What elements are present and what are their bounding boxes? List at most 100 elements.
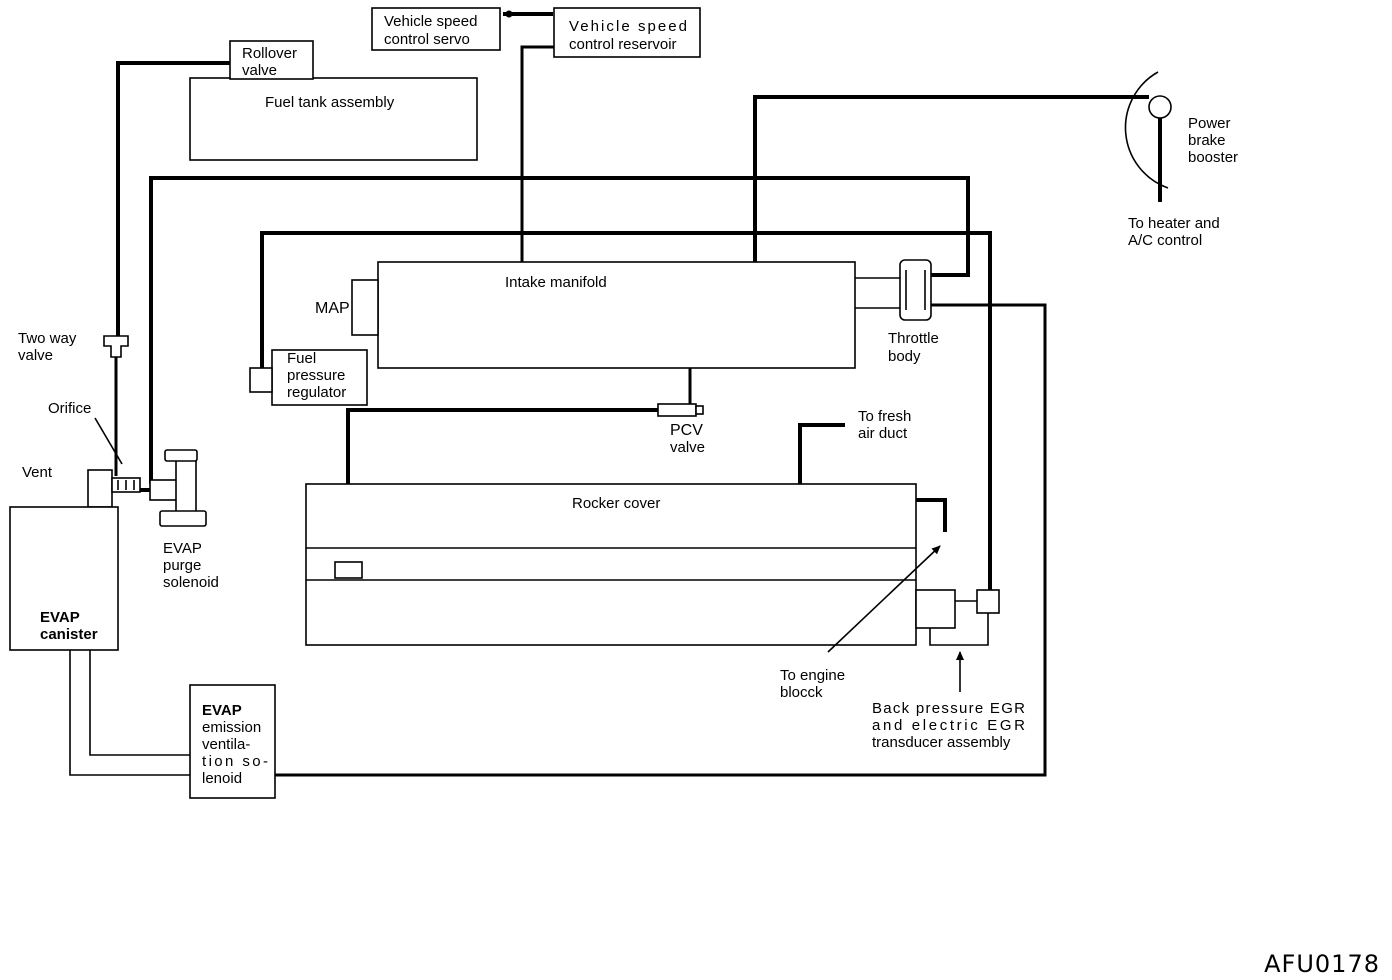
throttle-body-housing (899, 259, 932, 321)
orifice-label: Orifice (48, 400, 91, 417)
fuel-pressure-regulator: Fuel pressure regulator (249, 349, 368, 406)
map-sensor-label: MAP (315, 300, 350, 317)
canister-vent-neck (87, 469, 113, 508)
regulator-label-1: Fuel (287, 350, 316, 367)
regulator-port (249, 367, 273, 393)
engine-block-label-1: To engine (780, 667, 845, 684)
evap-canister-label-1: EVAP (40, 609, 80, 626)
two-way-valve-label-2: valve (18, 347, 53, 364)
egr-back-pressure-valve (915, 589, 956, 629)
regulator-label-3: regulator (287, 384, 346, 401)
vent: Vent (22, 464, 113, 508)
hose-fresh-air (798, 423, 845, 484)
egr-label-2: and electric EGR (872, 717, 1025, 734)
figure-code: AFU0178 (1264, 950, 1380, 978)
booster-label-1: Power (1188, 115, 1231, 132)
rocker-cover-pcv-port (334, 561, 363, 579)
heater-ac-control: To heater and A/C control (1128, 215, 1220, 249)
hose-manifold-to-booster (753, 95, 1149, 262)
purge-solenoid-label-2: purge (163, 557, 201, 574)
hose-regulator-to-egr (260, 231, 992, 590)
egr-electric-transducer (976, 589, 1000, 614)
engine-block-label-2: blocck (780, 684, 823, 701)
speed-control-reservoir: Vehicle speed control reservoir (553, 7, 701, 58)
ventilation-solenoid-label-2: emission (202, 719, 261, 736)
pcv-valve-label-2: valve (670, 439, 705, 456)
speed-control-servo-label-2: control servo (384, 31, 470, 48)
engine-block-arrow (827, 545, 941, 653)
vent-label: Vent (22, 464, 53, 481)
heater-ac-label-2: A/C control (1128, 232, 1202, 249)
evap-canister-label-2: canister (40, 626, 98, 643)
hose-connector-dot (505, 10, 513, 18)
ventilation-solenoid-label-3: ventila- (202, 736, 250, 753)
booster-port (1148, 95, 1172, 119)
hose-reservoir-to-manifold (520, 45, 554, 262)
intake-manifold: Intake manifold (377, 261, 856, 369)
power-brake-booster: Power brake booster (1124, 71, 1238, 189)
ventilation-solenoid-label-5: lenoid (202, 770, 242, 787)
hose-throttle-to-ventilation-solenoid (275, 303, 1047, 777)
throttle-body-label-1: Throttle (888, 330, 939, 347)
ventilation-solenoid-label-1: EVAP (202, 702, 242, 719)
speed-control-servo-box (371, 7, 501, 51)
pcv-valve: PCV valve (657, 403, 705, 456)
rollover-valve: Rollover valve (229, 40, 314, 80)
orifice: Orifice (48, 400, 141, 493)
hose-canister-to-ventilation-solenoid-b (69, 650, 190, 776)
purge-solenoid-body (175, 459, 197, 513)
ventilation-solenoid-box (189, 684, 276, 799)
evap-canister-box (9, 506, 119, 651)
booster-label-3: booster (1188, 149, 1238, 166)
speed-control-reservoir-label-2: control reservoir (569, 36, 677, 53)
purge-solenoid-label-3: solenoid (163, 574, 219, 591)
rocker-cover-box (305, 483, 917, 646)
rollover-valve-box (229, 40, 314, 80)
purge-solenoid-cap (164, 449, 198, 462)
fresh-air-duct: To fresh air duct (858, 408, 911, 442)
pcv-valve-label-1: PCV (670, 422, 703, 439)
speed-control-reservoir-label-1: Vehicle speed (569, 18, 687, 35)
fuel-tank-label: Fuel tank assembly (265, 94, 395, 111)
pcv-valve-body (657, 403, 697, 417)
fresh-air-label-2: air duct (858, 425, 908, 442)
engine-block: To engine blocck (780, 545, 941, 701)
intake-manifold-box (377, 261, 856, 369)
booster-label-2: brake (1188, 132, 1226, 149)
pcv-valve-tip (695, 405, 704, 415)
egr-label-1: Back pressure EGR (872, 700, 1025, 717)
two-way-valve: Two way valve (18, 330, 129, 364)
hose-rollover-to-two-way-valve (116, 61, 230, 336)
hose-canister-to-ventilation-solenoid-a (89, 650, 190, 756)
evap-canister: EVAP canister (9, 506, 119, 651)
evap-ventilation-solenoid: EVAP emission ventila- tion so- lenoid (189, 684, 276, 799)
fresh-air-label-1: To fresh (858, 408, 911, 425)
speed-control-reservoir-box (553, 7, 701, 58)
intake-manifold-label: Intake manifold (505, 274, 607, 291)
rollover-valve-label-2: valve (242, 62, 277, 79)
ventilation-solenoid-label-4: tion so- (202, 753, 268, 770)
speed-control-servo: Vehicle speed control servo (371, 7, 501, 51)
egr-return-line (929, 613, 989, 646)
rocker-cover-label: Rocker cover (572, 495, 660, 512)
hose-rocker-right (916, 498, 947, 532)
evap-purge-solenoid: EVAP purge solenoid (149, 449, 219, 591)
regulator-label-2: pressure (287, 367, 345, 384)
throttle-body: Throttle body (855, 259, 939, 365)
rocker-cover: Rocker cover (305, 483, 917, 646)
throttle-body-label-2: body (888, 348, 921, 365)
purge-solenoid-base (159, 510, 207, 527)
purge-solenoid-side-port (149, 479, 179, 501)
fuel-tank-box (189, 77, 478, 161)
fuel-tank-assembly: Fuel tank assembly (189, 77, 478, 161)
purge-solenoid-label-1: EVAP (163, 540, 202, 557)
map-sensor-box (351, 279, 379, 336)
rollover-valve-label-1: Rollover (242, 45, 297, 62)
two-way-valve-body (103, 335, 129, 358)
heater-ac-label-1: To heater and (1128, 215, 1220, 232)
speed-control-servo-label-1: Vehicle speed (384, 13, 477, 30)
egr-label-3: transducer assembly (872, 734, 1011, 751)
hose-manifold-to-purge-solenoid (149, 176, 970, 484)
orifice-pointer (94, 417, 123, 465)
